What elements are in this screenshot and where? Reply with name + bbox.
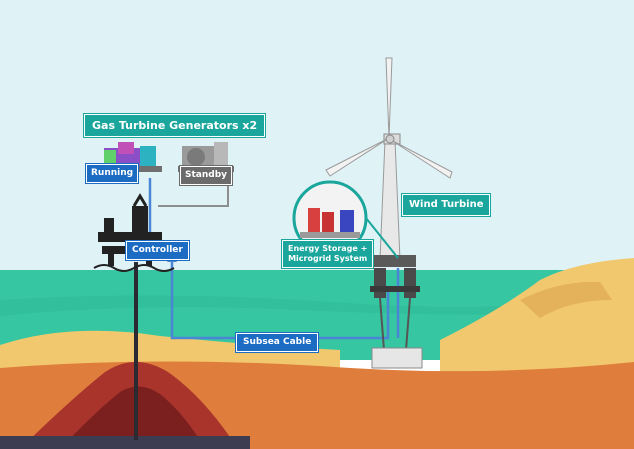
- energy-storage-label: Energy Storage + Microgrid System: [282, 240, 374, 268]
- standby-generator-icon: [178, 142, 234, 172]
- energy-storage-line2: Microgrid System: [288, 254, 368, 263]
- reservoir-inner: [60, 386, 205, 449]
- gas-turbine-title: Gas Turbine Generators x2: [84, 114, 266, 137]
- sand-shadow: [520, 281, 612, 318]
- wind-turbine-label: Wind Turbine: [402, 194, 491, 216]
- sea-wave: [0, 295, 634, 316]
- controller-label: Controller: [126, 241, 189, 260]
- energy-storage-line1: Energy Storage +: [288, 244, 368, 253]
- floating-foundation: [370, 255, 423, 369]
- standby-label: Standby: [180, 166, 233, 185]
- subsea-cable-label: Subsea Cable: [236, 333, 319, 352]
- standby-connector: [158, 178, 229, 207]
- energy-storage-icon: [292, 180, 399, 259]
- reservoir-base: [0, 436, 250, 449]
- wind-turbine-icon: [325, 57, 453, 261]
- running-label: Running: [86, 164, 139, 183]
